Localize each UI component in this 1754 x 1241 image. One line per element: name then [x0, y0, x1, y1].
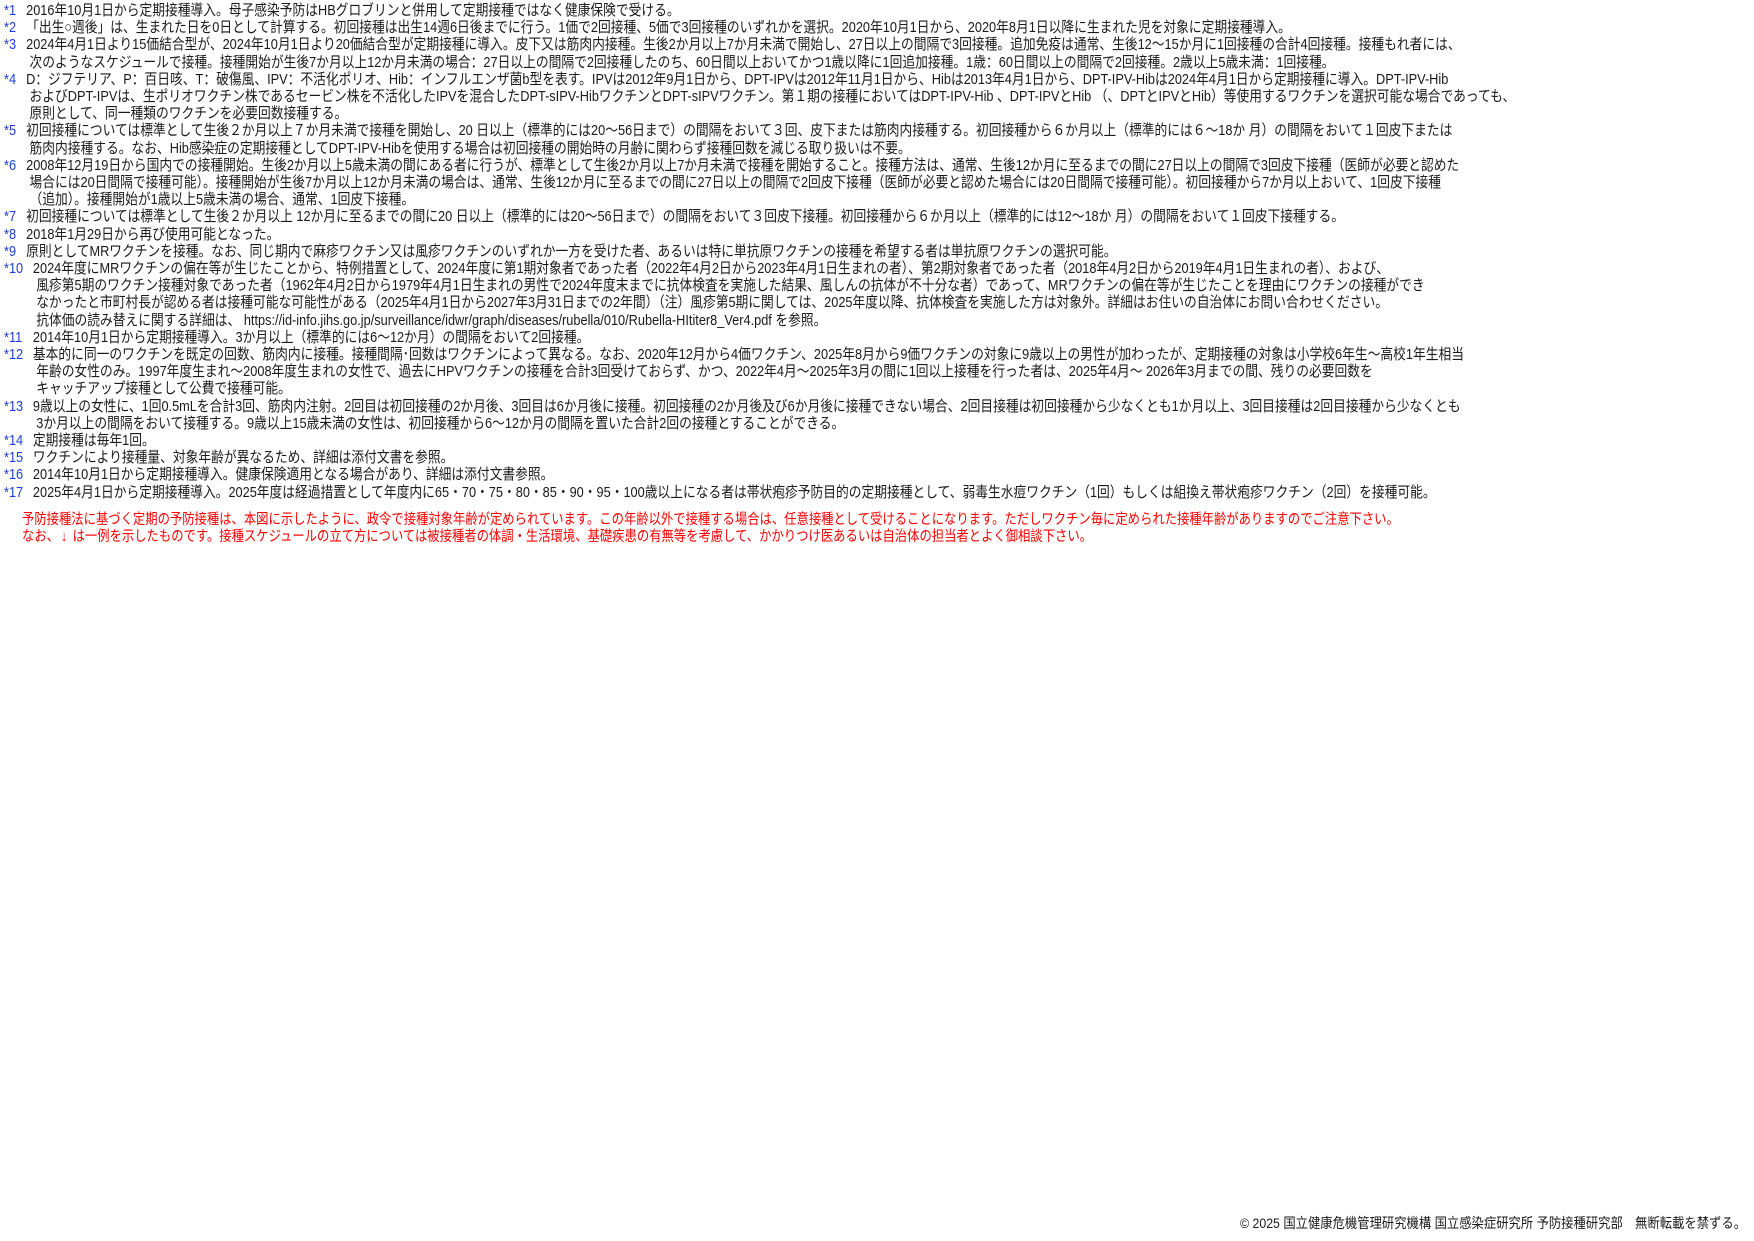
footnote-marker: *8 [4, 225, 17, 243]
footnote-text-line: 2008年12月19日から国内での接種開始。生後2か月以上5歳未満の間にある者に… [26, 156, 1460, 174]
red-notice-line-2: なお、↓ は一例を示したものです。接種スケジュールの立て方については被接種者の体… [22, 529, 1754, 546]
footnote-text-line: 場合には20日間隔で接種可能）。接種開始が生後7か月以上12か月未満の場合は、通… [29, 174, 1442, 192]
footnote-text-line: およびDPT-IPVは、生ポリオワクチン株であるセービン株を不活化したIPVを混… [29, 88, 1516, 106]
footnote-text-line: 「出生○週後」は、生まれた日を0日として計算する。初回接種は出生14週6日後まで… [26, 19, 1291, 37]
red-notice-suffix: は一例を示したものです。接種スケジュールの立て方については被接種者の体調・生活環… [69, 529, 1093, 545]
footnote-text-line: 2018年1月29日から再び使用可能となった。 [26, 225, 280, 243]
footnote-text-line: 抗体価の読み替えに関する詳細は、 https://id-info.jihs.go… [36, 311, 827, 329]
footnote-text-line: 風疹第5期のワクチン接種対象であった者（1962年4月2日から1979年4月1日… [36, 277, 1425, 295]
footnote-text-line: 筋肉内接種する。なお、Hib感染症の定期接種としてDPT-IPV-Hibを使用す… [29, 139, 911, 157]
footnote-text-line: 初回接種については標準として生後２か月以上７か月未満で接種を開始し、20 日以上… [26, 122, 1453, 140]
footnote-text-line: 原則としてMRワクチンを接種。なお、同じ期内で麻疹ワクチン又は風疹ワクチンのいず… [26, 242, 1117, 260]
footnote-marker: *6 [4, 156, 17, 174]
footnote-16: *16 2014年10月1日から定期接種導入。健康保険適用となる場合があり、詳細は… [4, 466, 1754, 483]
footnote-marker: *17 [4, 483, 24, 501]
footnote-6: *6 2008年12月19日から国内での接種開始。生後2か月以上5歳未満の間にある… [4, 157, 1754, 209]
footnote-text-line: （追加）。接種開始が1歳以上5歳未満の場合、通常、1回皮下接種。 [29, 191, 415, 209]
footnote-13: *13 9歳以上の女性に、1回0.5mLを合計3回、筋肉内注射。2回目は初回接種の… [4, 398, 1754, 432]
footnote-text-line: 次のようなスケジュールで接種。接種開始が生後7か月以上12か月未満の場合：27日… [29, 53, 1335, 71]
copyright-footer: © 2025 国立健康危機管理研究機構 国立感染症研究所 予防接種研究部 無断転… [1239, 1215, 1746, 1231]
footnote-1: *1 2016年10月1日から定期接種導入。母子感染予防はHBグロブリンと併用して… [4, 2, 1754, 19]
footnote-12: *12 基本的に同一のワクチンを既定の回数、筋肉内に接種。接種間隔･回数はワクチン… [4, 346, 1754, 398]
footnote-marker: *2 [4, 19, 17, 37]
footnote-text-line: 原則として、同一種類のワクチンを必要回数接種する。 [29, 105, 348, 123]
footnote-marker: *4 [4, 70, 17, 88]
footnote-11: *11 2014年10月1日から定期接種導入。3か月以上（標準的には6～12か月）… [4, 329, 1754, 346]
footnote-2: *2 「出生○週後」は、生まれた日を0日として計算する。初回接種は出生14週6日後… [4, 19, 1754, 36]
footnote-text-line: 2025年4月1日から定期接種導入。2025年度は経過措置として年度内に65・7… [32, 483, 1436, 501]
footnote-15: *15 ワクチンにより接種量、対象年齢が異なるため、詳細は添付文書を参照。 [4, 449, 1754, 466]
footnote-text-line: 定期接種は毎年1回。 [32, 432, 155, 450]
footnote-marker: *1 [4, 2, 17, 19]
footnote-14: *14 定期接種は毎年1回。 [4, 432, 1754, 449]
footnote-text-line: 2014年10月1日から定期接種導入。3か月以上（標準的には6～12か月）の間隔… [32, 328, 590, 346]
footnote-3: *3 2024年4月1日より15価結合型が、2024年10月1日より20価結合型が… [4, 36, 1754, 70]
footnote-text-line: 年齢の女性のみ。1997年度生まれ～2008年度生まれの女性で、過去にHPVワク… [36, 363, 1373, 381]
footnote-10: *10 2024年度にMRワクチンの偏在等が生じたことから、特例措置として、202… [4, 260, 1754, 329]
footnote-text-line: 基本的に同一のワクチンを既定の回数、筋肉内に接種。接種間隔･回数はワクチンによっ… [32, 346, 1464, 364]
footnote-text-line: ワクチンにより接種量、対象年齢が異なるため、詳細は添付文書を参照。 [32, 449, 454, 467]
footnote-text-line: 9歳以上の女性に、1回0.5mLを合計3回、筋肉内注射。2回目は初回接種の2か月… [32, 397, 1461, 415]
footnote-marker: *13 [4, 397, 24, 415]
footnote-text-line: なかったと市町村長が認める者は接種可能な可能性がある（2025年4月1日から20… [36, 294, 1389, 312]
footnote-marker: *11 [4, 328, 23, 346]
red-notice: 予防接種法に基づく定期の予防接種は、本図に示したように、政令で接種対象年齢が定め… [22, 512, 1754, 546]
footnote-text-line: 2016年10月1日から定期接種導入。母子感染予防はHBグロブリンと併用して定期… [26, 2, 680, 19]
footnote-4: *4 D：ジフテリア、P：百日咳、T：破傷風、IPV：不活化ポリオ、Hib：インフ… [4, 71, 1754, 123]
footnote-marker: *12 [4, 346, 24, 364]
footnote-9: *9 原則としてMRワクチンを接種。なお、同じ期内で麻疹ワクチン又は風疹ワクチンの… [4, 243, 1754, 260]
footnote-marker: *14 [4, 432, 24, 450]
footnote-text-line: D：ジフテリア、P：百日咳、T：破傷風、IPV：不活化ポリオ、Hib：インフルエ… [26, 70, 1449, 88]
red-notice-prefix: なお、 [22, 529, 59, 545]
footnote-marker: *16 [4, 466, 24, 484]
footnote-marker: *10 [4, 260, 24, 278]
footnote-marker: *15 [4, 449, 24, 467]
footnote-text-line: 2024年4月1日より15価結合型が、2024年10月1日より20価結合型が定期… [26, 36, 1461, 54]
footnote-5: *5 初回接種については標準として生後２か月以上７か月未満で接種を開始し、20 日… [4, 122, 1754, 156]
footnote-text-line: 2014年10月1日から定期接種導入。健康保険適用となる場合があり、詳細は添付文… [32, 466, 554, 484]
footnote-text-line: 2024年度にMRワクチンの偏在等が生じたことから、特例措置として、2024年度… [32, 260, 1390, 278]
footnote-text-line: キャッチアップ接種として公費で接種可能。 [36, 380, 291, 398]
footnote-17: *17 2025年4月1日から定期接種導入。2025年度は経過措置として年度内に6… [4, 484, 1754, 501]
footnote-7: *7 初回接種については標準として生後２か月以上 12か月に至るまでの間に20 日… [4, 208, 1754, 225]
footnote-text-line: 初回接種については標準として生後２か月以上 12か月に至るまでの間に20 日以上… [26, 208, 1345, 226]
down-arrow-icon: ↓ [60, 529, 68, 545]
footnote-marker: *7 [4, 208, 17, 226]
footnote-8: *8 2018年1月29日から再び使用可能となった。 [4, 226, 1754, 243]
footnote-marker: *3 [4, 36, 17, 54]
footnote-marker: *5 [4, 122, 17, 140]
footnote-text-line: 3か月以上の間隔をおいて接種する。9歳以上15歳未満の女性は、初回接種から6～1… [36, 414, 845, 432]
footnote-marker: *9 [4, 242, 17, 260]
red-notice-line-1: 予防接種法に基づく定期の予防接種は、本図に示したように、政令で接種対象年齢が定め… [22, 512, 1399, 528]
footnotes-list: *1 2016年10月1日から定期接種導入。母子感染予防はHBグロブリンと併用して… [4, 2, 1754, 501]
